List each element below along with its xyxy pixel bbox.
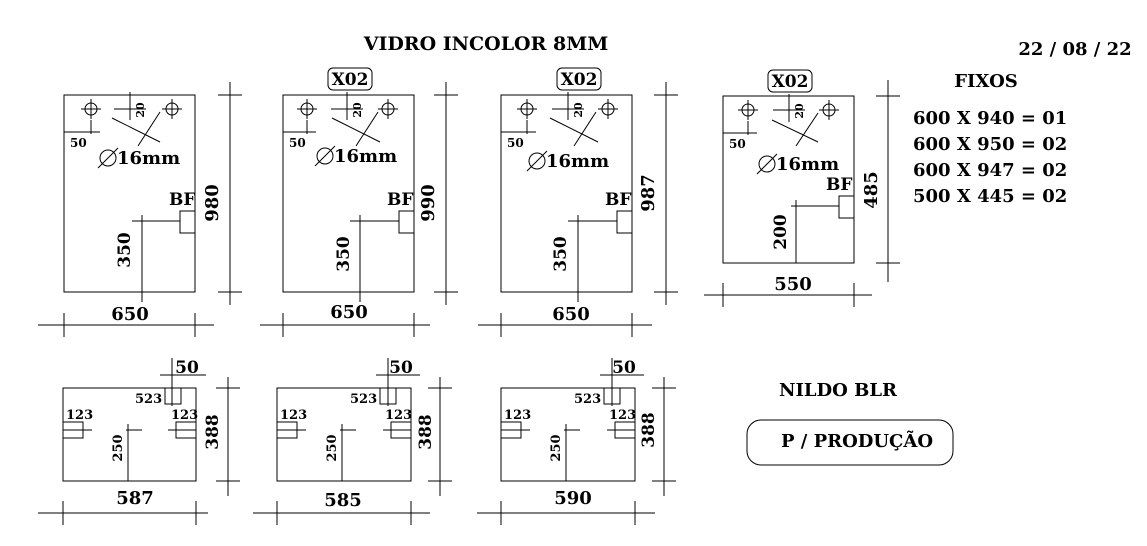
- hole-marker: [378, 99, 398, 119]
- diameter-icon: [756, 153, 778, 175]
- qty-badge: [327, 67, 373, 91]
- diameter-icon: [526, 150, 548, 172]
- fixos-item: 600 X 940 = 01: [913, 108, 1067, 129]
- left-cutout-dim: 123: [280, 408, 307, 423]
- author-name: NILDO BLR: [779, 380, 898, 401]
- height-dim: 388: [416, 414, 436, 450]
- sheet-date: 22 / 08 / 22: [1018, 39, 1131, 60]
- bf-height-dim: 350: [115, 232, 135, 268]
- mid-dim: 250: [111, 434, 126, 461]
- hole-diameter-label: 16mm: [334, 146, 397, 167]
- diameter-icon: [97, 147, 119, 169]
- left-cutout-dim: 123: [66, 408, 93, 423]
- hole-marker: [517, 99, 537, 119]
- hole-diameter-label: 16mm: [117, 148, 180, 169]
- bf-label: BF: [826, 175, 852, 195]
- height-dim: 485: [861, 171, 882, 209]
- hole-diameter-label: 16mm: [776, 154, 839, 175]
- mid-dim: 250: [325, 434, 340, 461]
- height-dim: 980: [202, 184, 223, 222]
- fixos-item: 600 X 947 = 02: [913, 160, 1067, 181]
- left-cutout-dim: 123: [504, 408, 531, 423]
- qty-badge: [556, 67, 602, 91]
- right-cutout-dim: 123: [385, 408, 412, 423]
- bf-label: BF: [387, 190, 413, 210]
- bf-label: BF: [169, 190, 195, 210]
- height-dim: 388: [203, 414, 223, 450]
- hole-marker: [819, 100, 839, 120]
- top-cutout: [603, 387, 621, 405]
- bf-height-dim: 350: [551, 236, 571, 272]
- lower-panel-1: 50 523 123 123 250 388 587: [38, 358, 240, 525]
- fixos-item: 600 X 950 = 02: [913, 134, 1067, 155]
- hole-marker: [162, 99, 182, 119]
- width-dim: 550: [774, 274, 812, 295]
- glass-outline: [500, 94, 633, 293]
- hole-offset-dim: 20: [351, 102, 364, 118]
- height-dim: 388: [639, 412, 659, 448]
- panel-3: X02 20 50 16mm BF 350 987 650: [478, 67, 678, 337]
- qty-label: X02: [332, 70, 369, 90]
- top-cutout: [379, 387, 397, 405]
- qty-label: X02: [772, 72, 809, 92]
- panel-4: X02 20 50 16mm BF 200 485 550: [704, 69, 900, 307]
- hole-marker: [81, 99, 101, 119]
- glass-outline: [282, 94, 415, 293]
- top-offset-dim: 50: [612, 358, 636, 378]
- mid-dim: 250: [549, 434, 564, 461]
- fixos-heading: FIXOS: [954, 71, 1018, 92]
- bf-cutout: [398, 210, 415, 234]
- lower-panel-2: 50 523 123 123 250 388 585: [253, 358, 452, 525]
- edge-offset-dim: 50: [507, 136, 524, 150]
- fixos-list: FIXOS 600 X 940 = 01 600 X 950 = 02 600 …: [913, 71, 1067, 207]
- width-dim: 587: [116, 488, 154, 509]
- width-dim: 650: [330, 302, 368, 323]
- bf-height-dim: 200: [771, 214, 791, 250]
- diameter-icon: [314, 145, 336, 167]
- bf-height-dim: 350: [334, 236, 354, 272]
- edge-offset-dim: 50: [70, 136, 87, 150]
- production-stamp-label: P / PRODUÇÃO: [781, 429, 933, 452]
- hole-offset-dim: 20: [134, 102, 147, 118]
- height-dim: 990: [418, 184, 439, 222]
- lower-panel-3: 50 523 123 123 250 388 590: [477, 358, 676, 525]
- edge-offset-dim: 50: [289, 136, 306, 150]
- fixos-item: 500 X 445 = 02: [913, 186, 1067, 207]
- height-dim: 987: [638, 174, 659, 212]
- qty-badge: [767, 69, 813, 93]
- right-cutout-dim: 123: [171, 408, 198, 423]
- panel-1: 20 50 16mm BF 350 980 650: [38, 82, 242, 337]
- edge-offset-dim: 50: [729, 137, 746, 151]
- hole-marker: [738, 100, 758, 120]
- panel-2: X02 20 50 16mm BF 350 990 650: [260, 67, 458, 337]
- qty-label: X02: [561, 70, 598, 90]
- width-dim: 585: [324, 490, 362, 511]
- top-cutout-dim: 523: [135, 392, 162, 407]
- width-dim: 650: [552, 304, 590, 325]
- hole-offset-dim: 20: [793, 103, 806, 119]
- bf-label: BF: [605, 190, 631, 210]
- hole-marker: [598, 99, 618, 119]
- hole-diameter-label: 16mm: [546, 151, 609, 172]
- bf-cutout: [616, 210, 633, 234]
- width-dim: 590: [554, 488, 592, 509]
- top-offset-dim: 50: [389, 358, 413, 378]
- hole-marker: [297, 99, 317, 119]
- bf-cutout: [838, 195, 855, 219]
- width-dim: 650: [111, 304, 149, 325]
- right-cutout-dim: 123: [609, 408, 636, 423]
- top-cutout-dim: 523: [350, 392, 377, 407]
- hole-offset-dim: 20: [572, 102, 585, 118]
- production-stamp: [746, 419, 954, 466]
- top-cutout: [164, 387, 182, 405]
- top-cutout-dim: 523: [574, 392, 601, 407]
- bf-cutout: [179, 210, 196, 234]
- top-offset-dim: 50: [175, 358, 199, 378]
- sheet-title: VIDRO INCOLOR 8MM: [363, 33, 609, 55]
